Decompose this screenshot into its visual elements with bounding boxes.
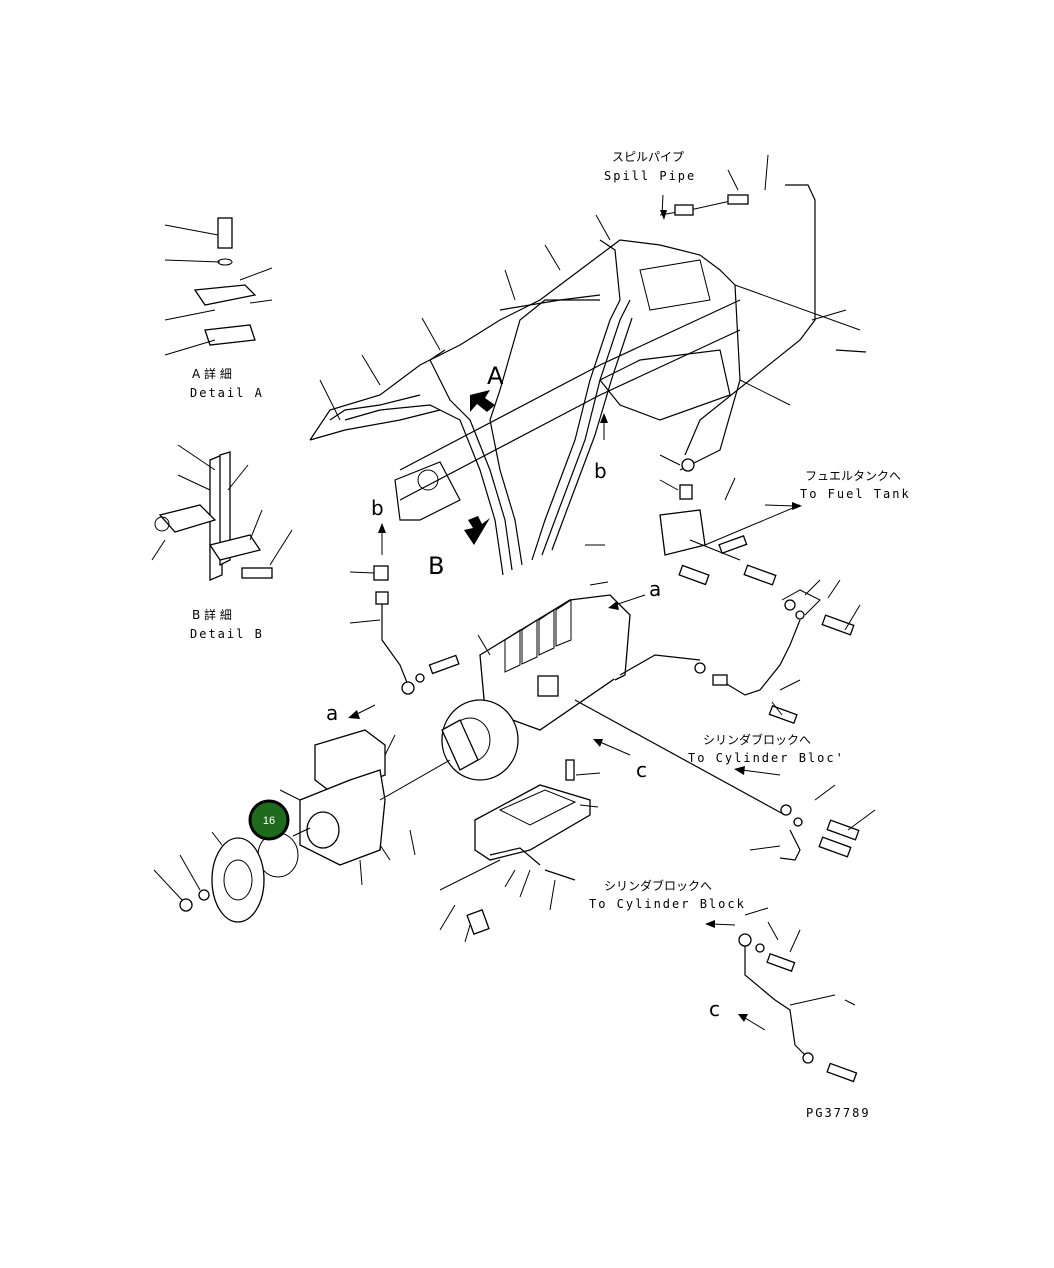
air-compressor: [257, 729, 451, 878]
ref-c-bottom: c: [709, 997, 720, 1021]
detail-a: [164, 217, 273, 356]
spill-pipe: [659, 154, 867, 456]
ref-c-mid: c: [636, 758, 647, 782]
cylinder-bloc-jp-label: シリンダブロックへ: [703, 732, 811, 747]
injection-pump: [441, 594, 786, 816]
drive-gear: [153, 831, 265, 923]
cylinder-bloc-en-label: To Cylinder Bloc': [688, 751, 845, 765]
spill-pipe-en-label: Spill Pipe: [604, 169, 696, 183]
callout-16-label[interactable]: 16: [263, 815, 275, 827]
detail-b: [151, 444, 293, 581]
pump-bracket: [466, 759, 601, 935]
detail-a-en-label: Detail A: [190, 386, 264, 400]
leader-lines: [279, 214, 876, 1006]
ref-a-right: a: [649, 577, 661, 601]
detail-b-jp-label: B 詳 細: [192, 607, 232, 622]
drawing-number: PG37789: [806, 1106, 871, 1120]
ref-b-top: b: [594, 459, 607, 483]
right-fuel-lines: [659, 458, 860, 861]
direction-arrows: [348, 194, 802, 1031]
callout-16[interactable]: 16: [248, 799, 290, 841]
fuel-tank-en-label: To Fuel Tank: [800, 487, 911, 501]
detail-a-jp-label: A 詳 細: [192, 366, 232, 381]
callout-16-circle[interactable]: [248, 799, 290, 841]
bottom-right-line: [738, 933, 858, 1083]
marker-b-label: B: [428, 552, 444, 580]
detail-b-en-label: Detail B: [190, 627, 264, 641]
fuel-tank-jp-label: フュエルタンクへ: [805, 469, 901, 483]
ref-a-left: a: [326, 701, 338, 725]
cylinder-block-en-label: To Cylinder Block: [589, 897, 746, 911]
left-fuel-line: [349, 565, 460, 695]
cylinder-block-jp-label: シリンダブロックへ: [604, 878, 712, 893]
spill-pipe-jp-label: スピルパイプ: [612, 150, 684, 164]
engine-block: [309, 239, 861, 521]
ref-b-left: b: [371, 496, 384, 520]
marker-a-label: A: [487, 362, 504, 390]
